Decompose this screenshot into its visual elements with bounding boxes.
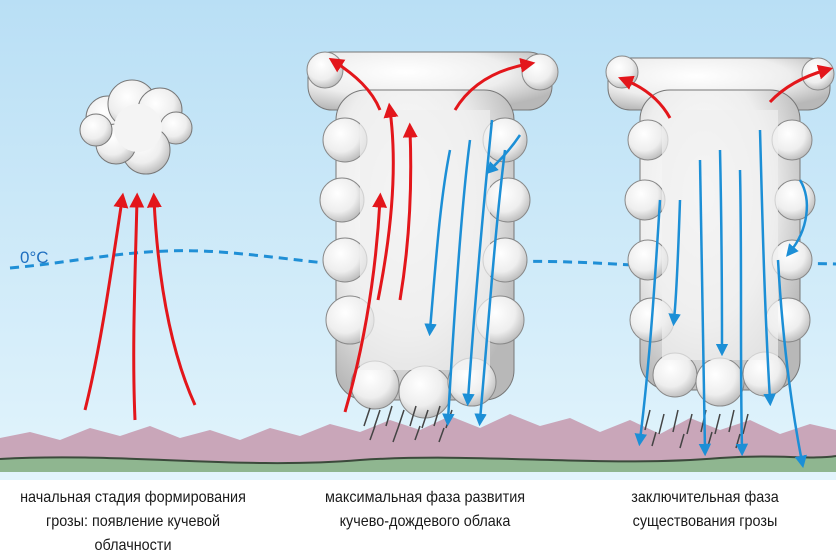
- caption-stage-2-line1: максимальная фаза развития: [304, 486, 547, 510]
- caption-stage-3: заключительная фаза существования грозы: [584, 486, 827, 534]
- caption-stage-1-line2: грозы: появление кучевой облачности: [12, 510, 255, 558]
- thunderstorm-stages-diagram: [0, 0, 836, 480]
- caption-stage-3-line2: существования грозы: [584, 510, 827, 534]
- caption-stage-1: начальная стадия формирования грозы: поя…: [12, 486, 255, 558]
- isotherm-label: 0°C: [20, 248, 49, 268]
- caption-stage-2-line2: кучево-дождевого облака: [304, 510, 547, 534]
- caption-stage-2: максимальная фаза развития кучево-дождев…: [304, 486, 547, 534]
- dissipating-cloud: [606, 56, 834, 406]
- caption-stage-1-line1: начальная стадия формирования: [12, 486, 255, 510]
- caption-stage-3-line1: заключительная фаза: [584, 486, 827, 510]
